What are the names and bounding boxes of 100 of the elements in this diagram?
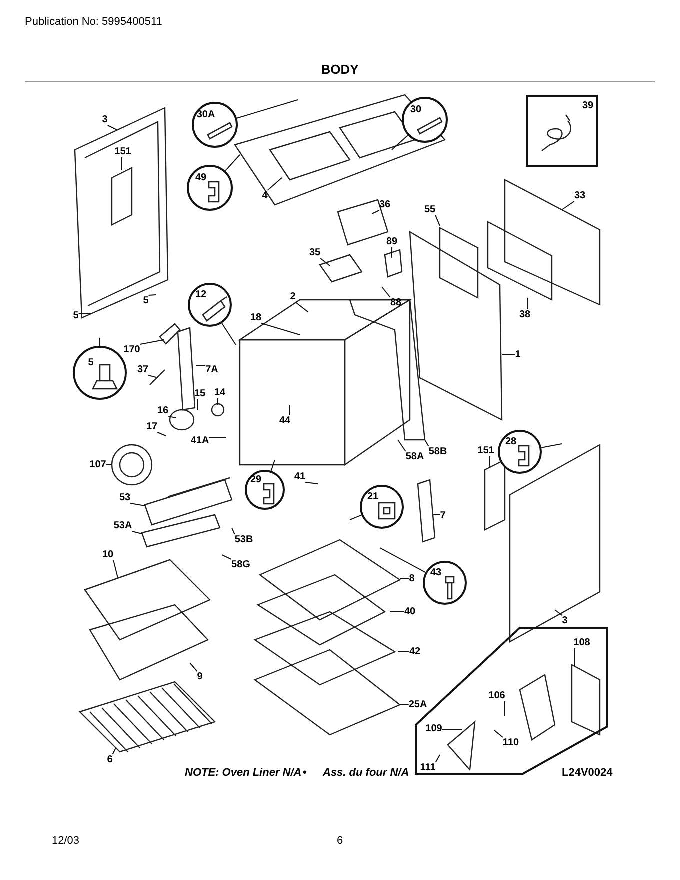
note-text: NOTE: Oven Liner N/A bbox=[185, 767, 302, 779]
callout-number: 29 bbox=[250, 474, 262, 486]
callout-number: 151 bbox=[478, 446, 494, 456]
bullet-separator: • bbox=[303, 767, 307, 779]
leader-line bbox=[295, 302, 308, 312]
leader-line bbox=[574, 648, 576, 666]
leader-line bbox=[562, 201, 575, 210]
leader-line bbox=[112, 748, 116, 755]
callout-number: 107 bbox=[90, 460, 106, 470]
leader-line bbox=[261, 323, 300, 336]
callout-number: 40 bbox=[404, 606, 416, 618]
callout-number: 55 bbox=[424, 204, 436, 216]
leader-line bbox=[424, 440, 430, 447]
leader-line bbox=[270, 460, 276, 472]
callout-number: 3 bbox=[562, 616, 568, 626]
callout-number: 110 bbox=[502, 738, 520, 748]
leader-line bbox=[392, 135, 408, 150]
callout-number: 39 bbox=[582, 100, 594, 112]
callout-number: 3 bbox=[102, 114, 108, 126]
leader-line bbox=[222, 554, 232, 560]
leader-line bbox=[504, 701, 506, 716]
callout-number: 18 bbox=[250, 312, 262, 324]
callout-number: 2 bbox=[290, 292, 296, 302]
detail-circle bbox=[245, 470, 285, 510]
callout-number: 28 bbox=[505, 436, 517, 448]
callout-number: 7A bbox=[206, 364, 218, 376]
leader-line bbox=[267, 178, 282, 191]
callout-number: 16 bbox=[157, 406, 169, 416]
callout-number: 106 bbox=[488, 690, 506, 702]
detail-circle bbox=[402, 97, 448, 143]
detail-circle bbox=[187, 165, 233, 211]
note-text: Ass. du four N/A bbox=[323, 767, 410, 779]
callout-number: 88 bbox=[390, 298, 402, 308]
callout-number: 151 bbox=[114, 146, 132, 158]
leader-line bbox=[380, 548, 426, 574]
detail-circle bbox=[192, 102, 238, 148]
callout-number: 42 bbox=[409, 646, 421, 658]
callout-number: 109 bbox=[426, 724, 442, 734]
callout-number: 4 bbox=[262, 190, 268, 202]
leader-line bbox=[130, 503, 146, 506]
leader-line bbox=[400, 578, 410, 580]
detail-circle bbox=[360, 485, 404, 529]
callout-number: 17 bbox=[146, 422, 158, 432]
leader-line bbox=[554, 610, 563, 616]
callout-number: 41 bbox=[294, 472, 306, 482]
callout-number: 36 bbox=[379, 200, 391, 210]
leader-line bbox=[432, 514, 441, 516]
callout-number: 37 bbox=[137, 364, 149, 376]
leader-line bbox=[320, 258, 330, 266]
callout-number: 53 bbox=[119, 492, 131, 504]
page-number: 6 bbox=[337, 835, 344, 847]
leader-line bbox=[502, 354, 516, 356]
detail-inset-box bbox=[526, 95, 598, 167]
callout-number: 111 bbox=[420, 762, 436, 774]
leader-line bbox=[148, 375, 158, 378]
detail-circle bbox=[188, 283, 232, 327]
callout-number: 5 bbox=[88, 358, 94, 368]
callout-number: 25A bbox=[408, 700, 428, 710]
leader-line bbox=[382, 286, 391, 298]
leader-line bbox=[236, 100, 298, 119]
callout-number: 44 bbox=[279, 416, 291, 426]
callout-number: 14 bbox=[214, 388, 226, 398]
page-title: BODY bbox=[320, 62, 360, 77]
callout-number: 53A bbox=[114, 520, 132, 532]
leader-line bbox=[494, 730, 504, 738]
drawing-code: L24V0024 bbox=[562, 767, 613, 779]
leader-line bbox=[132, 531, 142, 534]
detail-circle bbox=[498, 430, 542, 474]
callout-number: 5 bbox=[73, 310, 79, 322]
callout-number: 9 bbox=[197, 672, 203, 682]
leader-line bbox=[190, 662, 198, 672]
callout-number: 30A bbox=[196, 110, 216, 120]
callout-number: 108 bbox=[574, 638, 590, 648]
callout-number: 7 bbox=[440, 510, 446, 522]
leader-line bbox=[140, 340, 164, 345]
publication-number: Publication No: 5995400511 bbox=[25, 16, 162, 28]
leader-line bbox=[400, 704, 410, 706]
callout-number: 89 bbox=[386, 236, 398, 248]
callout-number: 12 bbox=[195, 290, 207, 300]
leader-line bbox=[435, 215, 440, 226]
leader-line bbox=[541, 444, 562, 448]
leader-line bbox=[372, 210, 380, 214]
callout-number: 5 bbox=[143, 296, 149, 306]
leader-line bbox=[222, 322, 236, 346]
callout-number: 10 bbox=[102, 550, 114, 560]
leader-line bbox=[148, 294, 156, 296]
leader-line bbox=[435, 754, 440, 763]
callout-number: 58G bbox=[232, 560, 250, 570]
leader-line bbox=[168, 416, 176, 418]
callout-number: 21 bbox=[367, 492, 379, 502]
leader-line bbox=[157, 432, 166, 436]
callout-number: 49 bbox=[195, 172, 207, 184]
callout-number: 38 bbox=[519, 310, 531, 320]
leader-line bbox=[398, 440, 406, 452]
leader-line bbox=[225, 154, 240, 172]
callout-number: 43 bbox=[430, 568, 442, 578]
callout-number: 8 bbox=[409, 574, 415, 584]
leader-line bbox=[305, 482, 318, 484]
leader-line bbox=[350, 514, 362, 520]
callout-number: 30 bbox=[410, 104, 422, 116]
